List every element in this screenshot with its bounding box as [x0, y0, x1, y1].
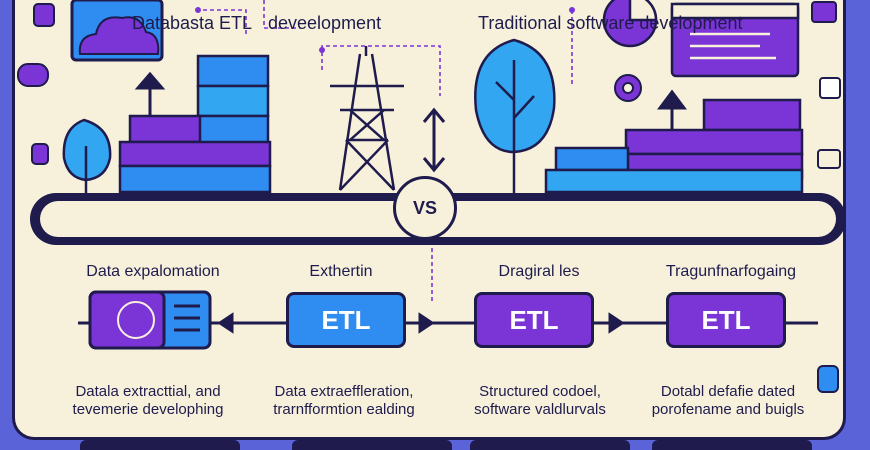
bottom-tab: [292, 440, 452, 450]
etl-box-label: ETL: [701, 304, 751, 335]
left-header-label-2: deveelopment: [268, 13, 382, 33]
stage-desc-4: Dotabl defafie dated porofename and buig…: [628, 383, 828, 419]
server-stack-icon: [118, 54, 272, 194]
stage-label-1: Data expalomation: [86, 263, 220, 280]
etl-box-4: ETL: [666, 292, 786, 348]
connector-dot: [569, 7, 575, 13]
double-arrow-icon: [422, 107, 446, 173]
stage-desc-2: Data extraeffleration, trarnfformtion ea…: [244, 383, 444, 419]
stage-desc-line: trarnfformtion ealding: [273, 401, 415, 418]
stage-label-2: Exthertin: [309, 263, 373, 280]
right-side-decor: [811, 1, 841, 393]
stage-desc-line: Data extraeffleration,: [274, 383, 414, 400]
right-header-label: Traditional software development: [478, 13, 743, 33]
bottom-tab: [470, 440, 630, 450]
dotted-connectors: [196, 0, 573, 302]
connector-dot: [319, 47, 325, 53]
chat-icon: [88, 290, 212, 350]
stage-label-3: Dragiral les: [498, 263, 580, 280]
tree-icon: [62, 118, 112, 194]
stage-desc-line: Dotabl defafie dated: [660, 383, 796, 400]
left-side-decor: [17, 3, 55, 165]
etl-box-2: ETL: [286, 292, 406, 348]
power-tower-icon: [330, 46, 404, 191]
stage-label-4: Tragunfnarfogaing: [665, 263, 797, 280]
pie-chart-icon: [602, 0, 658, 48]
etl-box-label: ETL: [321, 304, 371, 335]
bottom-tab: [652, 440, 812, 450]
vs-badge: VS: [393, 176, 457, 240]
stage-desc-line: porofename and buigls: [651, 401, 805, 418]
connector-dot: [195, 7, 201, 13]
etl-box-label: ETL: [509, 304, 559, 335]
browser-window-icon: [670, 2, 800, 78]
tree-icon: [474, 38, 556, 196]
stage-desc-line: Datala extracttial, and: [75, 383, 221, 400]
arrow-up-icon: [134, 71, 166, 116]
bottom-tab: [80, 440, 240, 450]
stage-desc-3: Structured codoel, software valdlurvals: [440, 383, 640, 419]
stage-desc-line: Structured codoel,: [479, 383, 601, 400]
stage-desc-1: Datala extracttial, and tevemerie develo…: [48, 383, 248, 419]
cloud-icon: [70, 0, 164, 62]
vs-text: VS: [412, 197, 437, 218]
gear-icon: [614, 74, 642, 102]
left-header-label: Databasta ETL: [132, 13, 253, 33]
database-icon: [544, 98, 804, 194]
stage-desc-line: tevemerie develophing: [72, 401, 224, 418]
stage-desc-line: software valdlurvals: [474, 401, 606, 418]
etl-box-3: ETL: [474, 292, 594, 348]
